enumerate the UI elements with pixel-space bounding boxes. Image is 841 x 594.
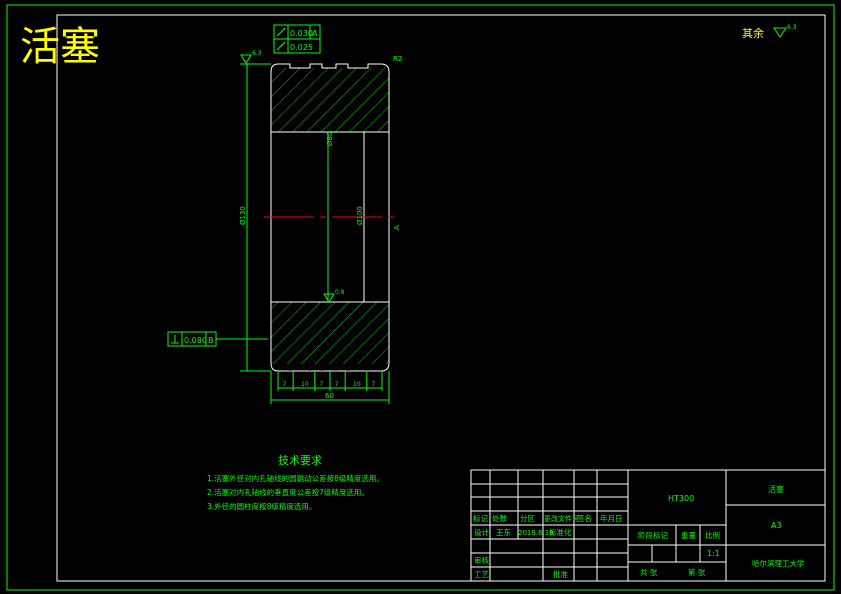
tb-designer: 王东 (496, 527, 511, 537)
tb-school: 哈尔滨理工大学 (752, 558, 805, 568)
tb-header-1: 处数 (492, 513, 507, 523)
tb-header-5: 年月日 (600, 513, 623, 523)
roughness-note-label: 其余 (742, 26, 764, 40)
tb-stage-label: 阶段标记 (638, 530, 668, 540)
tb-scale-label: 比例 (705, 530, 720, 540)
groove-dim-0: 7 (283, 381, 287, 388)
perpendicular-icon (171, 335, 179, 344)
lower-section-hatch (271, 302, 389, 364)
roughness-symbol-icon (773, 27, 787, 38)
upper-section-hatch (271, 68, 389, 132)
runout-icon (276, 27, 286, 37)
fcf-row2-value: 0.025 (290, 43, 313, 52)
tech-item-2: 2.活塞对内孔轴线的垂直度公差按7级精度选用。 (207, 487, 369, 497)
roughness-bore-icon (323, 293, 335, 303)
tb-weight-label: 重量 (681, 531, 696, 540)
tech-item-1: 1.活塞外径对内孔轴线的圆跳动公差按8级精度选用。 (207, 473, 384, 483)
tb-std-label: 标准化 (549, 527, 572, 537)
piston-outline (270, 63, 390, 372)
roughness-bore-value: 0.8 (335, 289, 345, 296)
tech-item-3: 3.外径的圆柱度按8级精度选用。 (207, 501, 316, 511)
groove-dim-3: 7 (335, 381, 339, 388)
drawing-title: 活塞 (20, 24, 100, 70)
bottom-grooves (289, 366, 369, 371)
inner-small-dim: Ø80 (326, 132, 334, 146)
tb-header-3: 更改文件号 (544, 514, 579, 523)
tech-heading: 技术要求 (278, 454, 322, 467)
fcf-row1-value: 0.030 (290, 29, 313, 38)
title-block (470, 469, 826, 582)
outer-border (6, 4, 835, 591)
tb-sheets-label: 共 张 (640, 568, 658, 577)
tb-header-4: 签名 (577, 513, 592, 523)
perpendicularity-datum: B (208, 336, 214, 345)
tb-review-label: 审核 (474, 555, 489, 565)
tb-header-2: 分区 (520, 514, 535, 523)
tb-header-0: 标记 (473, 513, 488, 523)
radius-label: R2 (393, 55, 402, 63)
tb-part-name: 活塞 (768, 484, 784, 494)
groove-dim-2: 7 (319, 381, 323, 388)
groove-dim-4: 10 (353, 381, 361, 388)
bottom-dimensions: 7 10 7 7 10 7 (277, 371, 383, 391)
tb-process-label: 工艺 (474, 570, 489, 579)
tb-material: HT300 (668, 494, 694, 503)
tb-design-label: 设计 (474, 527, 489, 537)
roughness-note-value: 6.3 (787, 24, 797, 31)
roughness-top-icon (240, 54, 252, 64)
fcf-row1-datum: A (312, 29, 318, 38)
cylindricity-icon (276, 41, 286, 51)
groove-dim-5: 7 (371, 381, 375, 388)
total-width-dim: 60 (325, 392, 334, 400)
inner-border (56, 14, 826, 582)
tb-approve-label: 批准 (553, 569, 568, 579)
datum-mark: A (393, 225, 401, 230)
left-height-dim: Ø130 (239, 206, 247, 225)
tb-design-date: 2018.6.19 (518, 529, 554, 537)
tb-scale-value: 1:1 (707, 549, 720, 558)
tb-drawing-no: A3 (771, 521, 782, 530)
inner-diam-dim: Ø100 (356, 206, 364, 225)
tb-sheet-label: 第 张 (688, 567, 706, 577)
groove-dim-1: 10 (301, 381, 309, 388)
perpendicularity-value: 0.080 (184, 336, 207, 345)
roughness-top-value: 6.3 (252, 50, 262, 57)
